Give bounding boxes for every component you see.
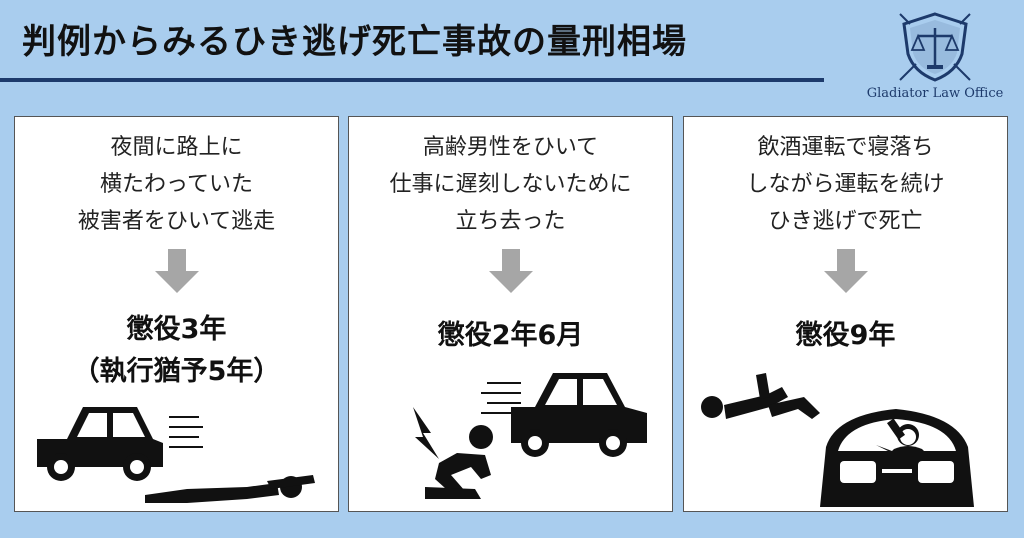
sentence-note: （執行猶予5年） bbox=[72, 356, 281, 387]
down-arrow-icon bbox=[155, 249, 199, 293]
car-hitting-elderly-man-illustration bbox=[413, 373, 647, 499]
page-title: 判例からみるひき逃げ死亡事故の量刑相場 bbox=[22, 22, 687, 62]
case-card-1: 夜間に路上に 横たわっていた 被害者をひいて逃走 懲役3年 （執行猶予5年） bbox=[14, 116, 339, 512]
sentence: 懲役9年 bbox=[795, 320, 896, 351]
drunk-driver-hit-pedestrian-illustration bbox=[701, 373, 974, 507]
case-description-line: ひき逃げで死亡 bbox=[768, 209, 923, 234]
case-description-line: 被害者をひいて逃走 bbox=[77, 209, 276, 234]
fleeing-car-and-victim-illustration bbox=[37, 407, 315, 503]
case-description-line: 夜間に路上に bbox=[110, 135, 243, 160]
case-description-line: 飲酒運転で寝落ち bbox=[757, 135, 934, 160]
down-arrow-icon bbox=[824, 249, 868, 293]
scales-shield-icon bbox=[899, 12, 971, 82]
sentence: 懲役2年6月 bbox=[437, 320, 584, 351]
case-description: 飲酒運転で寝落ち しながら運転を続け ひき逃げで死亡 bbox=[684, 129, 1007, 240]
case-description-line: 立ち去った bbox=[455, 209, 566, 234]
case-description: 夜間に路上に 横たわっていた 被害者をひいて逃走 bbox=[15, 129, 338, 240]
case-card-3: 飲酒運転で寝落ち しながら運転を続け ひき逃げで死亡 懲役9年 bbox=[683, 116, 1008, 512]
case-description-line: しながら運転を続け bbox=[746, 172, 945, 197]
title-underline bbox=[0, 78, 824, 82]
logo: Gladiator Law Office bbox=[860, 10, 1010, 110]
sentence: 懲役3年 bbox=[126, 314, 227, 345]
case-description-line: 仕事に遅刻しないために bbox=[389, 172, 632, 197]
logo-text: Gladiator Law Office bbox=[866, 86, 1004, 101]
case-description: 高齢男性をひいて 仕事に遅刻しないために 立ち去った bbox=[349, 129, 672, 240]
case-description-line: 高齢男性をひいて bbox=[422, 135, 599, 160]
case-card-2: 高齢男性をひいて 仕事に遅刻しないために 立ち去った 懲役2年6月 bbox=[348, 116, 673, 512]
down-arrow-icon bbox=[489, 249, 533, 293]
case-description-line: 横たわっていた bbox=[100, 172, 253, 197]
